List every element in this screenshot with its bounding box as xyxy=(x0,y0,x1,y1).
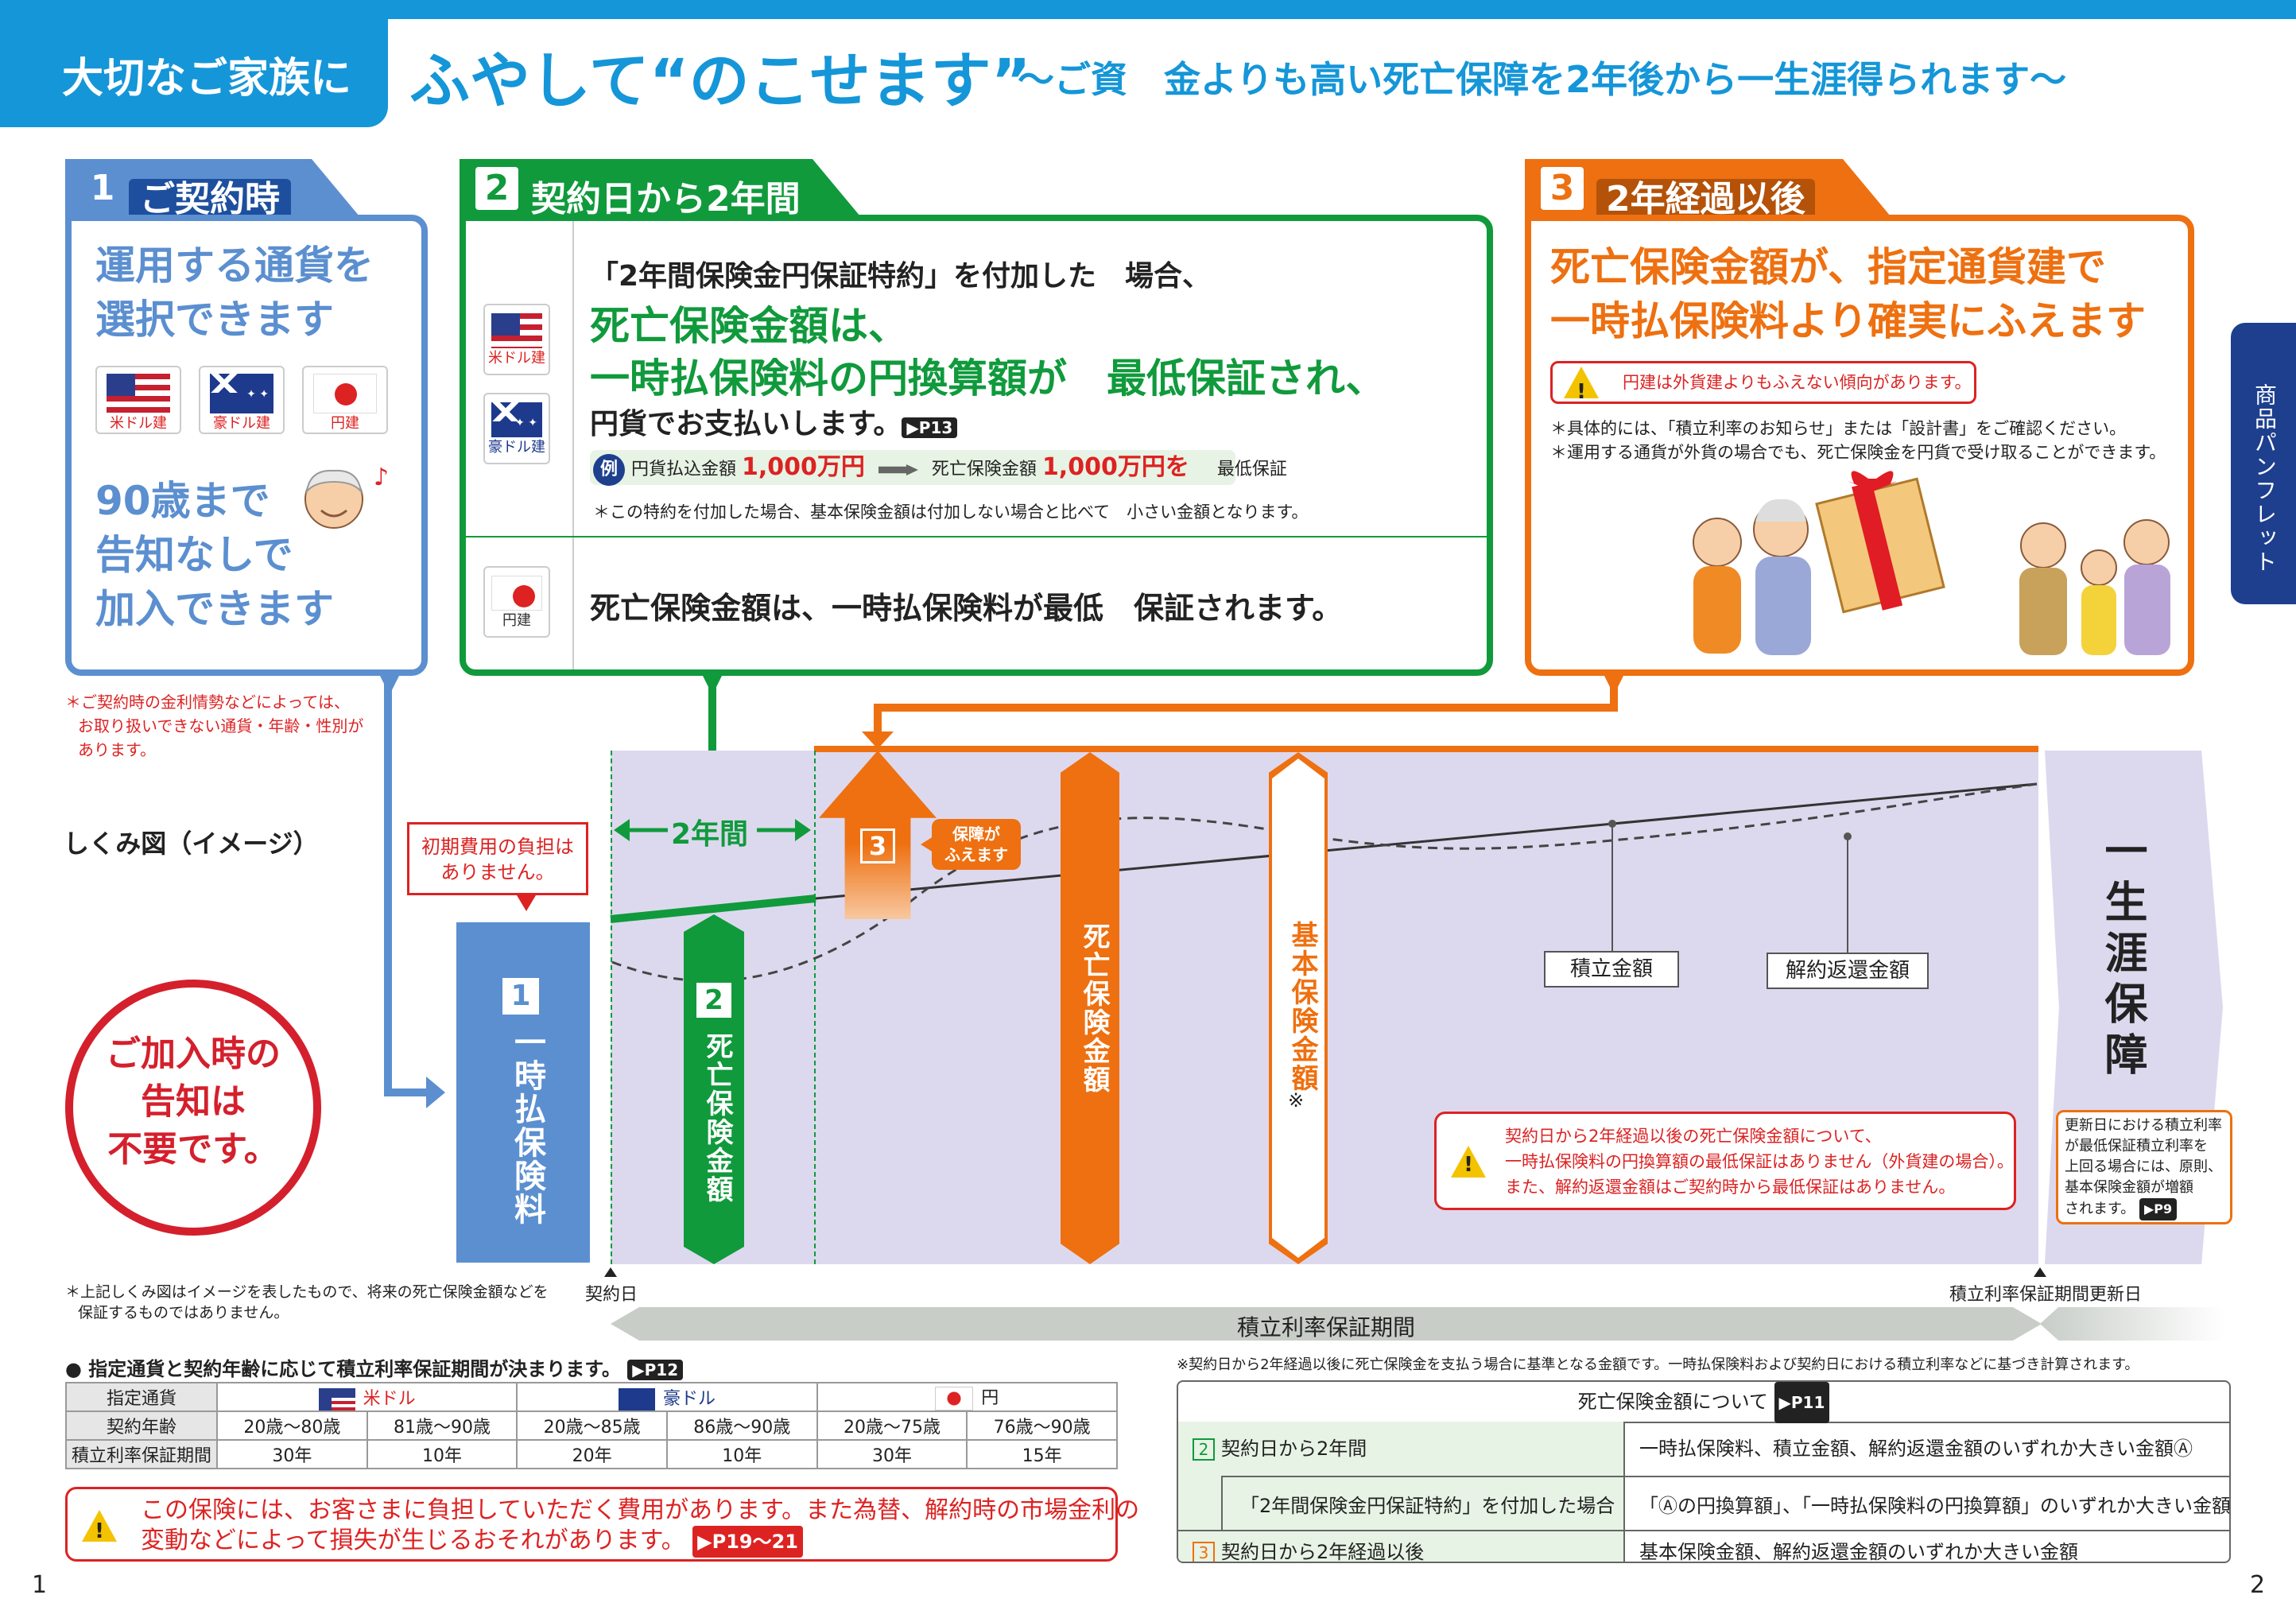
flag-usd: 米ドル建 xyxy=(95,366,181,434)
period-label: 積立利率保証期間 xyxy=(1237,1314,1416,1341)
ref-p19-21[interactable]: ▶P19〜21 xyxy=(692,1526,803,1558)
initial-cost-callout: 初期費用の負担はありません。 xyxy=(407,822,588,895)
bar4-mark: ※ xyxy=(1288,1089,1305,1112)
bar2-label: 死亡保険金額 xyxy=(701,1032,733,1204)
elderly-man-illustration: ♪ xyxy=(304,464,389,529)
flag-usd-s2: 米ドル建 xyxy=(483,304,550,375)
section3-big: 死亡保険金額が、指定通貨建で一時払保険料より確実にふえます xyxy=(1550,244,2146,344)
subheadline: 〜ご資 金よりも高い死亡保障を2年後から一生涯得られます〜 xyxy=(1018,58,2067,101)
section2-line1: 「2年間保険金円保証特約」を付加した 場合、 xyxy=(590,260,1212,293)
side-tab[interactable]: 商品パンフレット xyxy=(2231,323,2296,604)
death-table-title: 死亡保険金額について ▶P11 xyxy=(1178,1382,2229,1423)
no-declaration-stamp: ご加入時の告知は不要です。 xyxy=(65,980,321,1236)
ref-p9[interactable]: ▶P9 xyxy=(2139,1198,2178,1220)
bar4-label: 基本保険金額 xyxy=(1286,921,1318,1092)
renew-note: 更新日における積立利率が最低保証積立利率を上回る場合には、原則、基本保険金額が増… xyxy=(2056,1110,2232,1224)
ref-p11[interactable]: ▶P11 xyxy=(1774,1382,1830,1423)
top-color-bar xyxy=(0,0,2296,19)
death-row-1-value: 一時払保険料、積立金額、解約返還金額のいずれか大きい金額Ⓐ xyxy=(1639,1438,2193,1460)
section1-note: ＊ご契約時の金利情勢などによっては、お取り扱いできない通貨・年齢・性別があります… xyxy=(65,693,364,759)
label-start: 契約日 xyxy=(585,1285,638,1305)
risk-warning: この保険には、お客さまに負担していただく費用があります。また為替、解約時の市場金… xyxy=(65,1487,1139,1562)
section1-age: 90歳まで 告知なしで 加入できます xyxy=(95,478,334,632)
death-table-note: ※契約日から2年経過以後に死亡保険金を支払う場合に基準となる金額です。一時払保険… xyxy=(1177,1356,2139,1373)
period-table-caption: ● 指定通貨と契約年齢に応じて積立利率保証期間が決まります。 ▶P12 xyxy=(65,1353,684,1381)
page-number-left: 1 xyxy=(32,1571,48,1599)
death-row-2-label: 「2年間保険金円保証特約」を付加した場合 xyxy=(1240,1495,1615,1517)
bar-death-after xyxy=(1061,752,1119,1264)
section2-big2: 一時払保険料の円換算額が 最低保証され、 xyxy=(590,355,1386,402)
header-tag: 大切なご家族に xyxy=(0,19,388,127)
ref-p13[interactable]: ▶P13 xyxy=(902,417,958,438)
section2-line3: 円貨でお支払いします。▶P13 xyxy=(590,401,958,442)
bar3-num: 3 xyxy=(860,828,895,863)
label-renew: 積立利率保証期間更新日 xyxy=(1949,1285,2143,1305)
image-note: ＊上記しくみ図はイメージを表したもので、将来の死亡保険金額などを保証するものでは… xyxy=(65,1283,549,1321)
bar1-num: 1 xyxy=(502,978,539,1015)
label-kaiyaku: 解約返還金額 xyxy=(1767,953,1929,989)
example-row: 例円貨払込金額 1,000万円 死亡保険金額 1,000万円を 最低保証 xyxy=(590,450,1287,486)
flag-jpy-s2: 円建 xyxy=(483,566,550,638)
family-gift-illustration xyxy=(1693,471,2170,655)
section1-lead: 運用する通貨を 選択できます xyxy=(95,243,374,343)
section1-box xyxy=(65,215,428,676)
flag-aud: 豪ドル建 xyxy=(199,366,285,434)
section2-box xyxy=(460,215,1493,676)
death-row-2-value: 「Ⓐの円換算額」、「一時払保険料の円換算額」のいずれか大きい金額 xyxy=(1639,1495,2231,1517)
bar2-num: 2 xyxy=(696,983,731,1018)
section3-notes: ＊具体的には、「積立利率のお知らせ」または「設計書」をご確認ください。＊運用する… xyxy=(1550,419,2166,462)
svg-text:♪: ♪ xyxy=(374,464,389,491)
two-years-label: 2年間 xyxy=(671,818,749,851)
diagram-title: しくみ図（イメージ） xyxy=(64,828,319,859)
headline: ふやして“のこせます” xyxy=(409,45,1031,116)
bar3-label: 死亡保険金額 xyxy=(1078,922,1110,1094)
ref-p12[interactable]: ▶P12 xyxy=(627,1360,684,1380)
lifetime-label: 一生涯保障 xyxy=(2097,828,2147,1083)
diagram-warning: 契約日から2年経過以後の死亡保険金額について、一時払保険料の円換算額の最低保証は… xyxy=(1434,1112,2016,1210)
period-bar xyxy=(611,1307,2042,1341)
section3-warn: 円建は外貨建よりもふえない傾向があります。 xyxy=(1550,361,1976,404)
section2-note: ＊この特約を付加した場合、基本保険金額は付加しない場合と比べて 小さい金額となり… xyxy=(593,503,1309,522)
bar1-label: 一時払保険料 xyxy=(509,1026,545,1226)
section2-jp-text: 死亡保険金額は、一時払保険料が最低 保証されます。 xyxy=(590,591,1343,626)
page-number-right: 2 xyxy=(2250,1571,2266,1599)
flag-aud-s2: 豪ドル建 xyxy=(483,393,550,464)
label-tsumitate: 積立金額 xyxy=(1544,951,1679,988)
boost-callout: 保障がふえます xyxy=(932,819,1021,870)
flag-jpy: 円建 xyxy=(302,366,388,434)
bar-death-2y xyxy=(684,914,744,1264)
section2-big1: 死亡保険金額は、 xyxy=(590,303,908,349)
death-row-3-value: 基本保険金額、解約返還金額のいずれか大きい金額 xyxy=(1639,1541,2078,1563)
